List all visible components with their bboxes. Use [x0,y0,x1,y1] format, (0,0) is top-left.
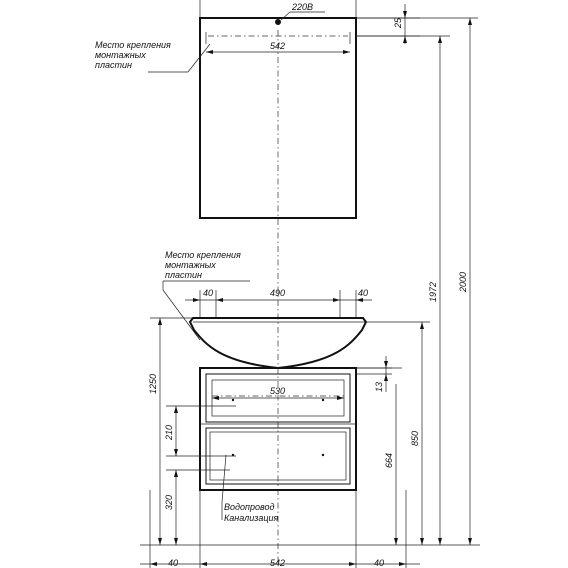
bottom-left-label: 40 [168,558,178,568]
bottom-right-label: 40 [374,558,384,568]
dim-664-label: 664 [384,453,394,468]
dim-850 [363,321,430,545]
leader-plumbing [221,454,227,520]
vanity-body [199,367,357,491]
leader-mount-mid [162,280,250,341]
note-mount-top-2: монтажных [95,50,146,60]
note-mount-top-1: Место крепления [95,40,171,50]
dim-320 [166,469,230,545]
dim-13-label: 13 [374,382,384,392]
dim-320-label: 320 [164,495,174,510]
note-plumbing-1: Водопровод [224,502,274,512]
basin-right-label: 40 [358,288,368,298]
mirror-width-label: 542 [270,41,285,51]
drawer-top [205,373,351,423]
dim-heights-overall [356,17,478,545]
power-outlet-icon [275,19,281,25]
note-plumbing-2: Канализация [224,513,278,523]
dim-basin-width [185,290,372,318]
bottom-center-label: 542 [270,558,285,568]
note-mount-mid-1: Место крепления [165,250,241,260]
mirror-top-gap-label: 25 [393,17,403,29]
height-2000-label: 2000 [458,272,468,293]
leader-mount-top [148,43,211,73]
dim-1250 [150,317,193,545]
basin-center-label: 490 [270,288,285,298]
basin-left-label: 40 [203,288,213,298]
vanity-cabinet [199,367,357,491]
dim-210 [166,405,236,457]
dim-530 [212,396,344,400]
dim-mirror-top-gap [356,4,420,44]
note-mount-mid-3: пластин [165,270,202,280]
dim-850-label: 850 [410,431,420,446]
mirror-frame [199,17,357,219]
dim-530-label: 530 [270,386,285,396]
power-label: 220В [291,2,313,12]
dim-664 [356,367,402,545]
height-1972-label: 1972 [428,282,438,302]
note-mount-top-3: пластин [95,60,132,70]
dim-mirror-width [206,50,350,54]
dim-1250-label: 1250 [148,374,158,394]
dim-bottom-width [140,490,420,568]
dim-210-label: 210 [164,425,174,441]
note-mount-mid-2: монтажных [165,260,216,270]
